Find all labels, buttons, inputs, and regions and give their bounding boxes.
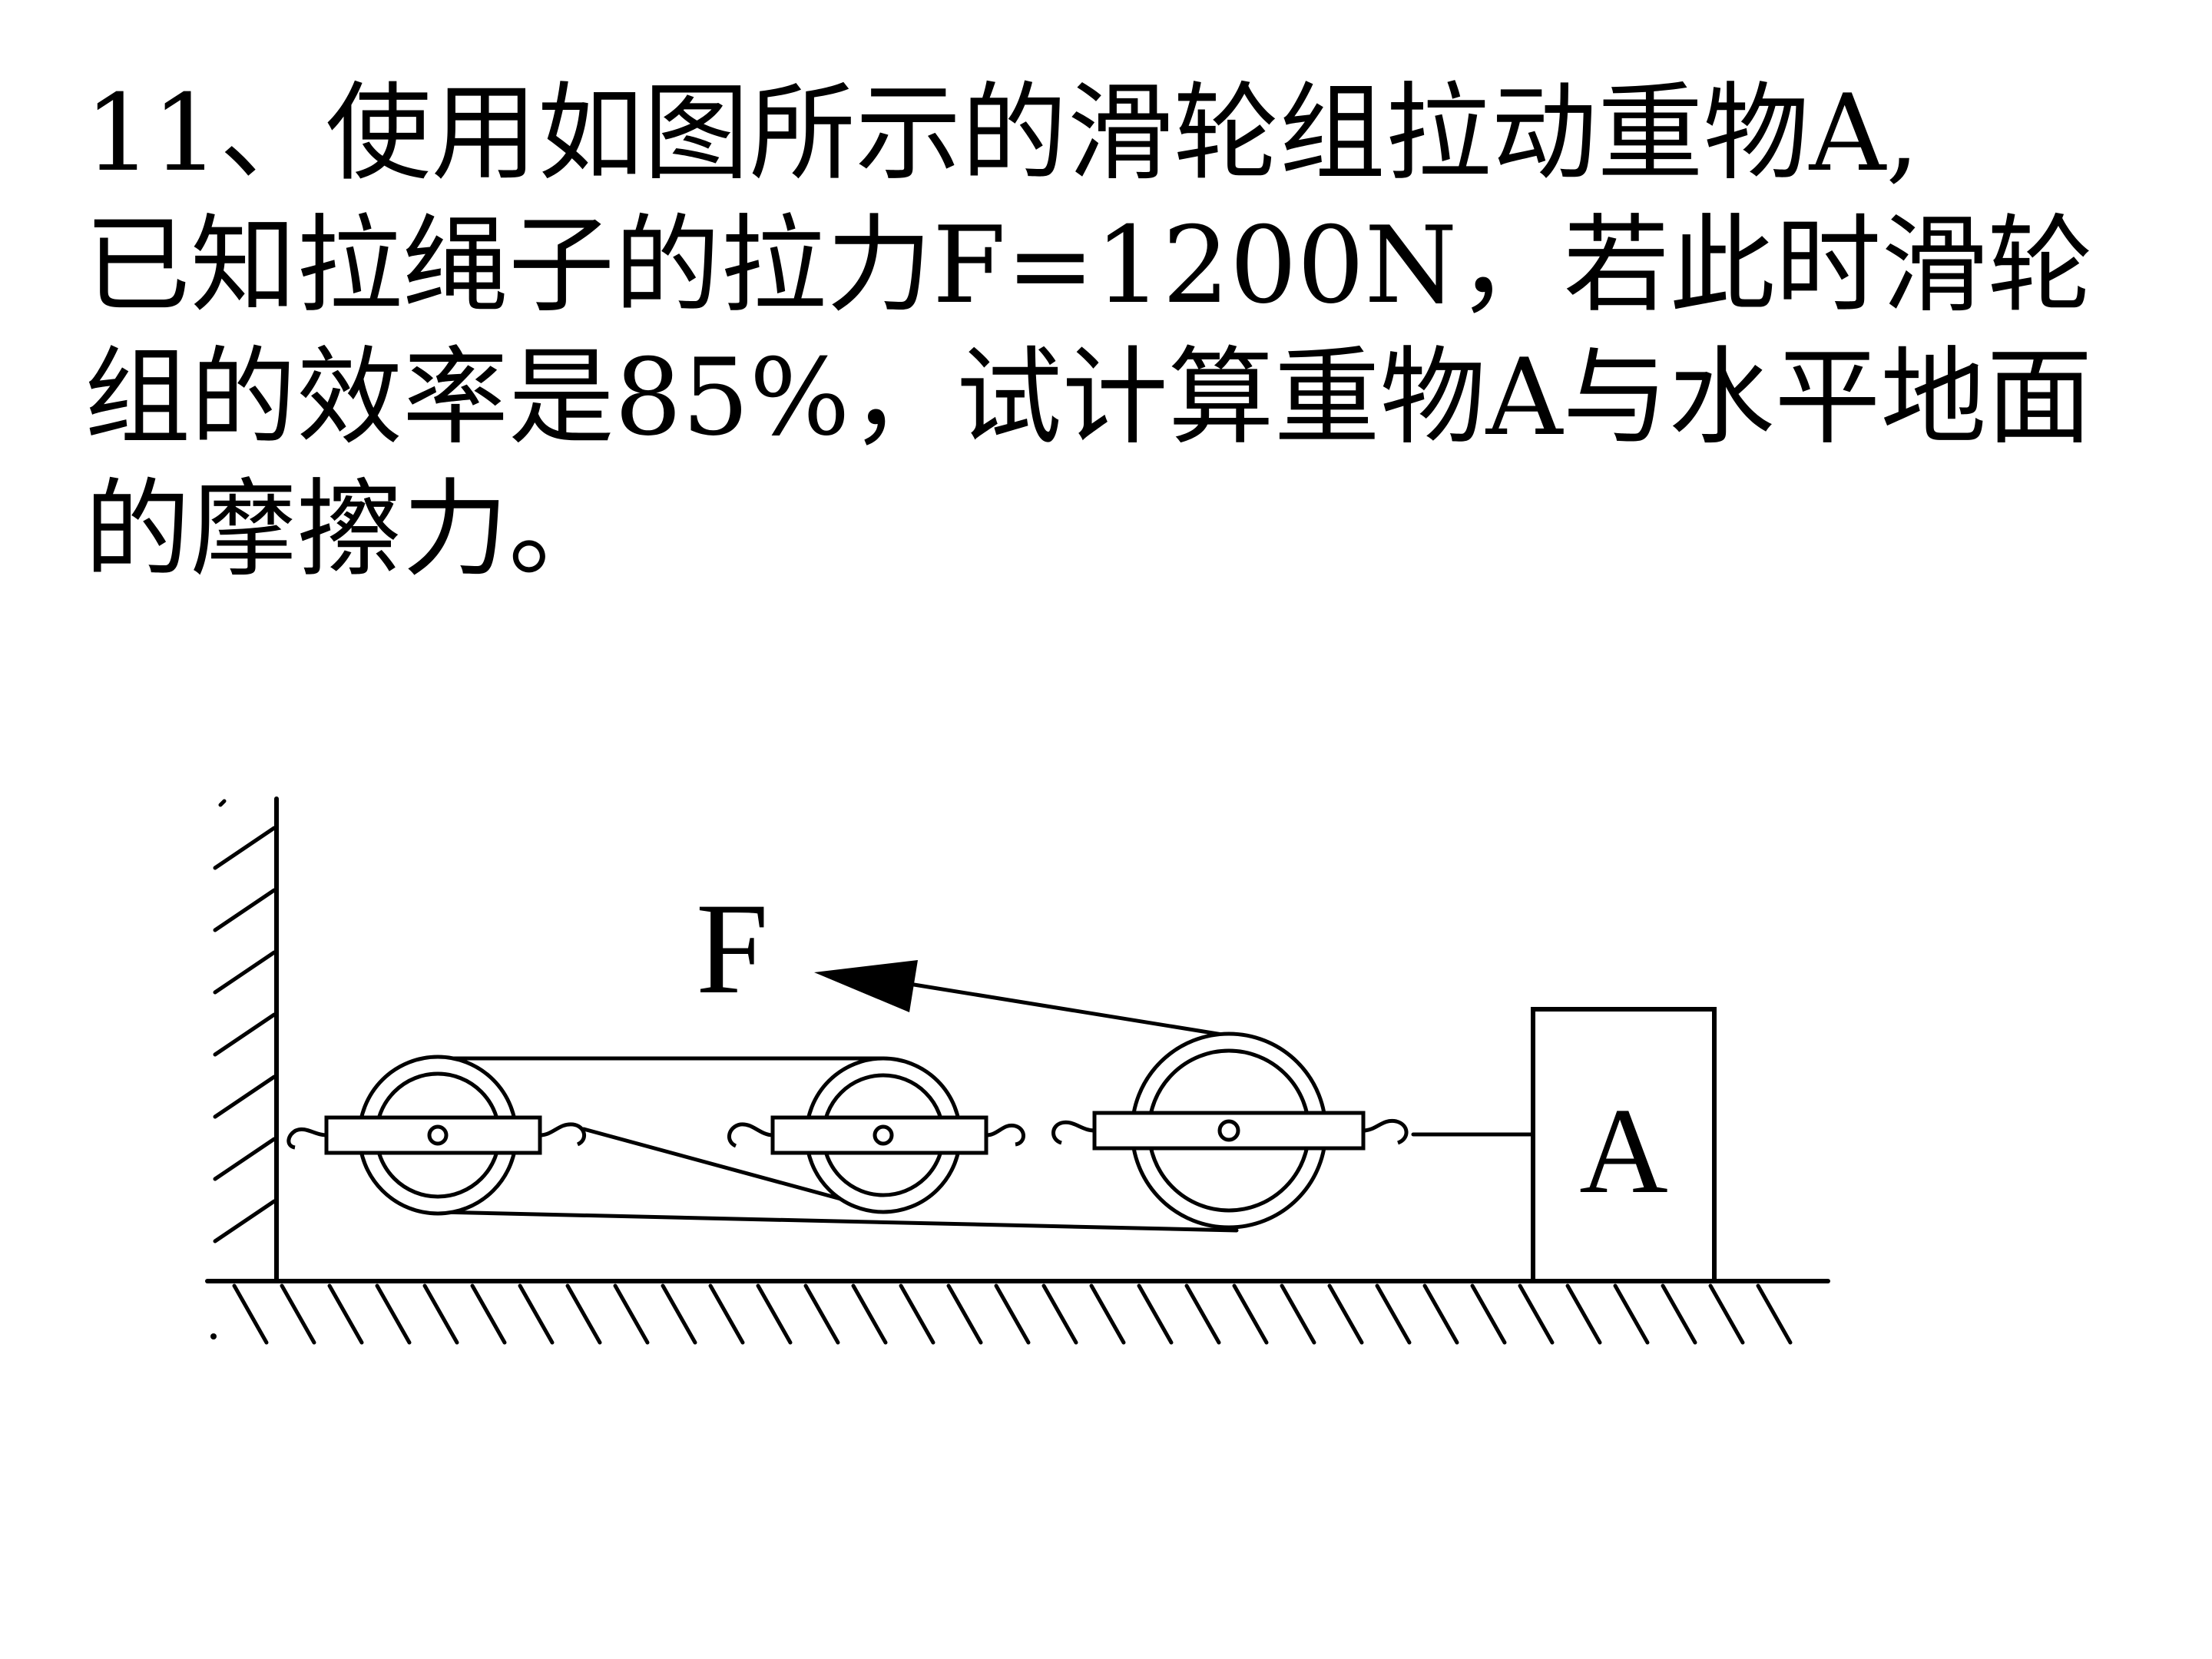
block-a — [1531, 1007, 1717, 1283]
rope — [435, 982, 1535, 1233]
block-label: A — [1579, 1082, 1668, 1219]
force-label: F — [696, 876, 769, 1021]
problem-line-2: 已知拉绳子的拉力F=1200N，若此时滑轮 — [84, 204, 2094, 327]
pulley-left — [286, 1055, 586, 1216]
pulley-middle — [727, 1056, 1025, 1214]
pulley-right — [1051, 1031, 1409, 1230]
problem-line-4: 的摩擦力。 — [84, 468, 615, 591]
wall — [213, 796, 279, 1283]
problem-line-3: 组的效率是85%，试计算重物A与水平地面 — [84, 336, 2093, 459]
problem-text: 11、使用如图所示的滑轮组拉动重物A, 已知拉绳子的拉力F=1200N，若此时滑… — [84, 68, 2181, 596]
force-arrow — [814, 960, 918, 1012]
ground — [205, 1279, 1830, 1345]
problem-line-1: 11、使用如图所示的滑轮组拉动重物A, — [84, 71, 1920, 195]
